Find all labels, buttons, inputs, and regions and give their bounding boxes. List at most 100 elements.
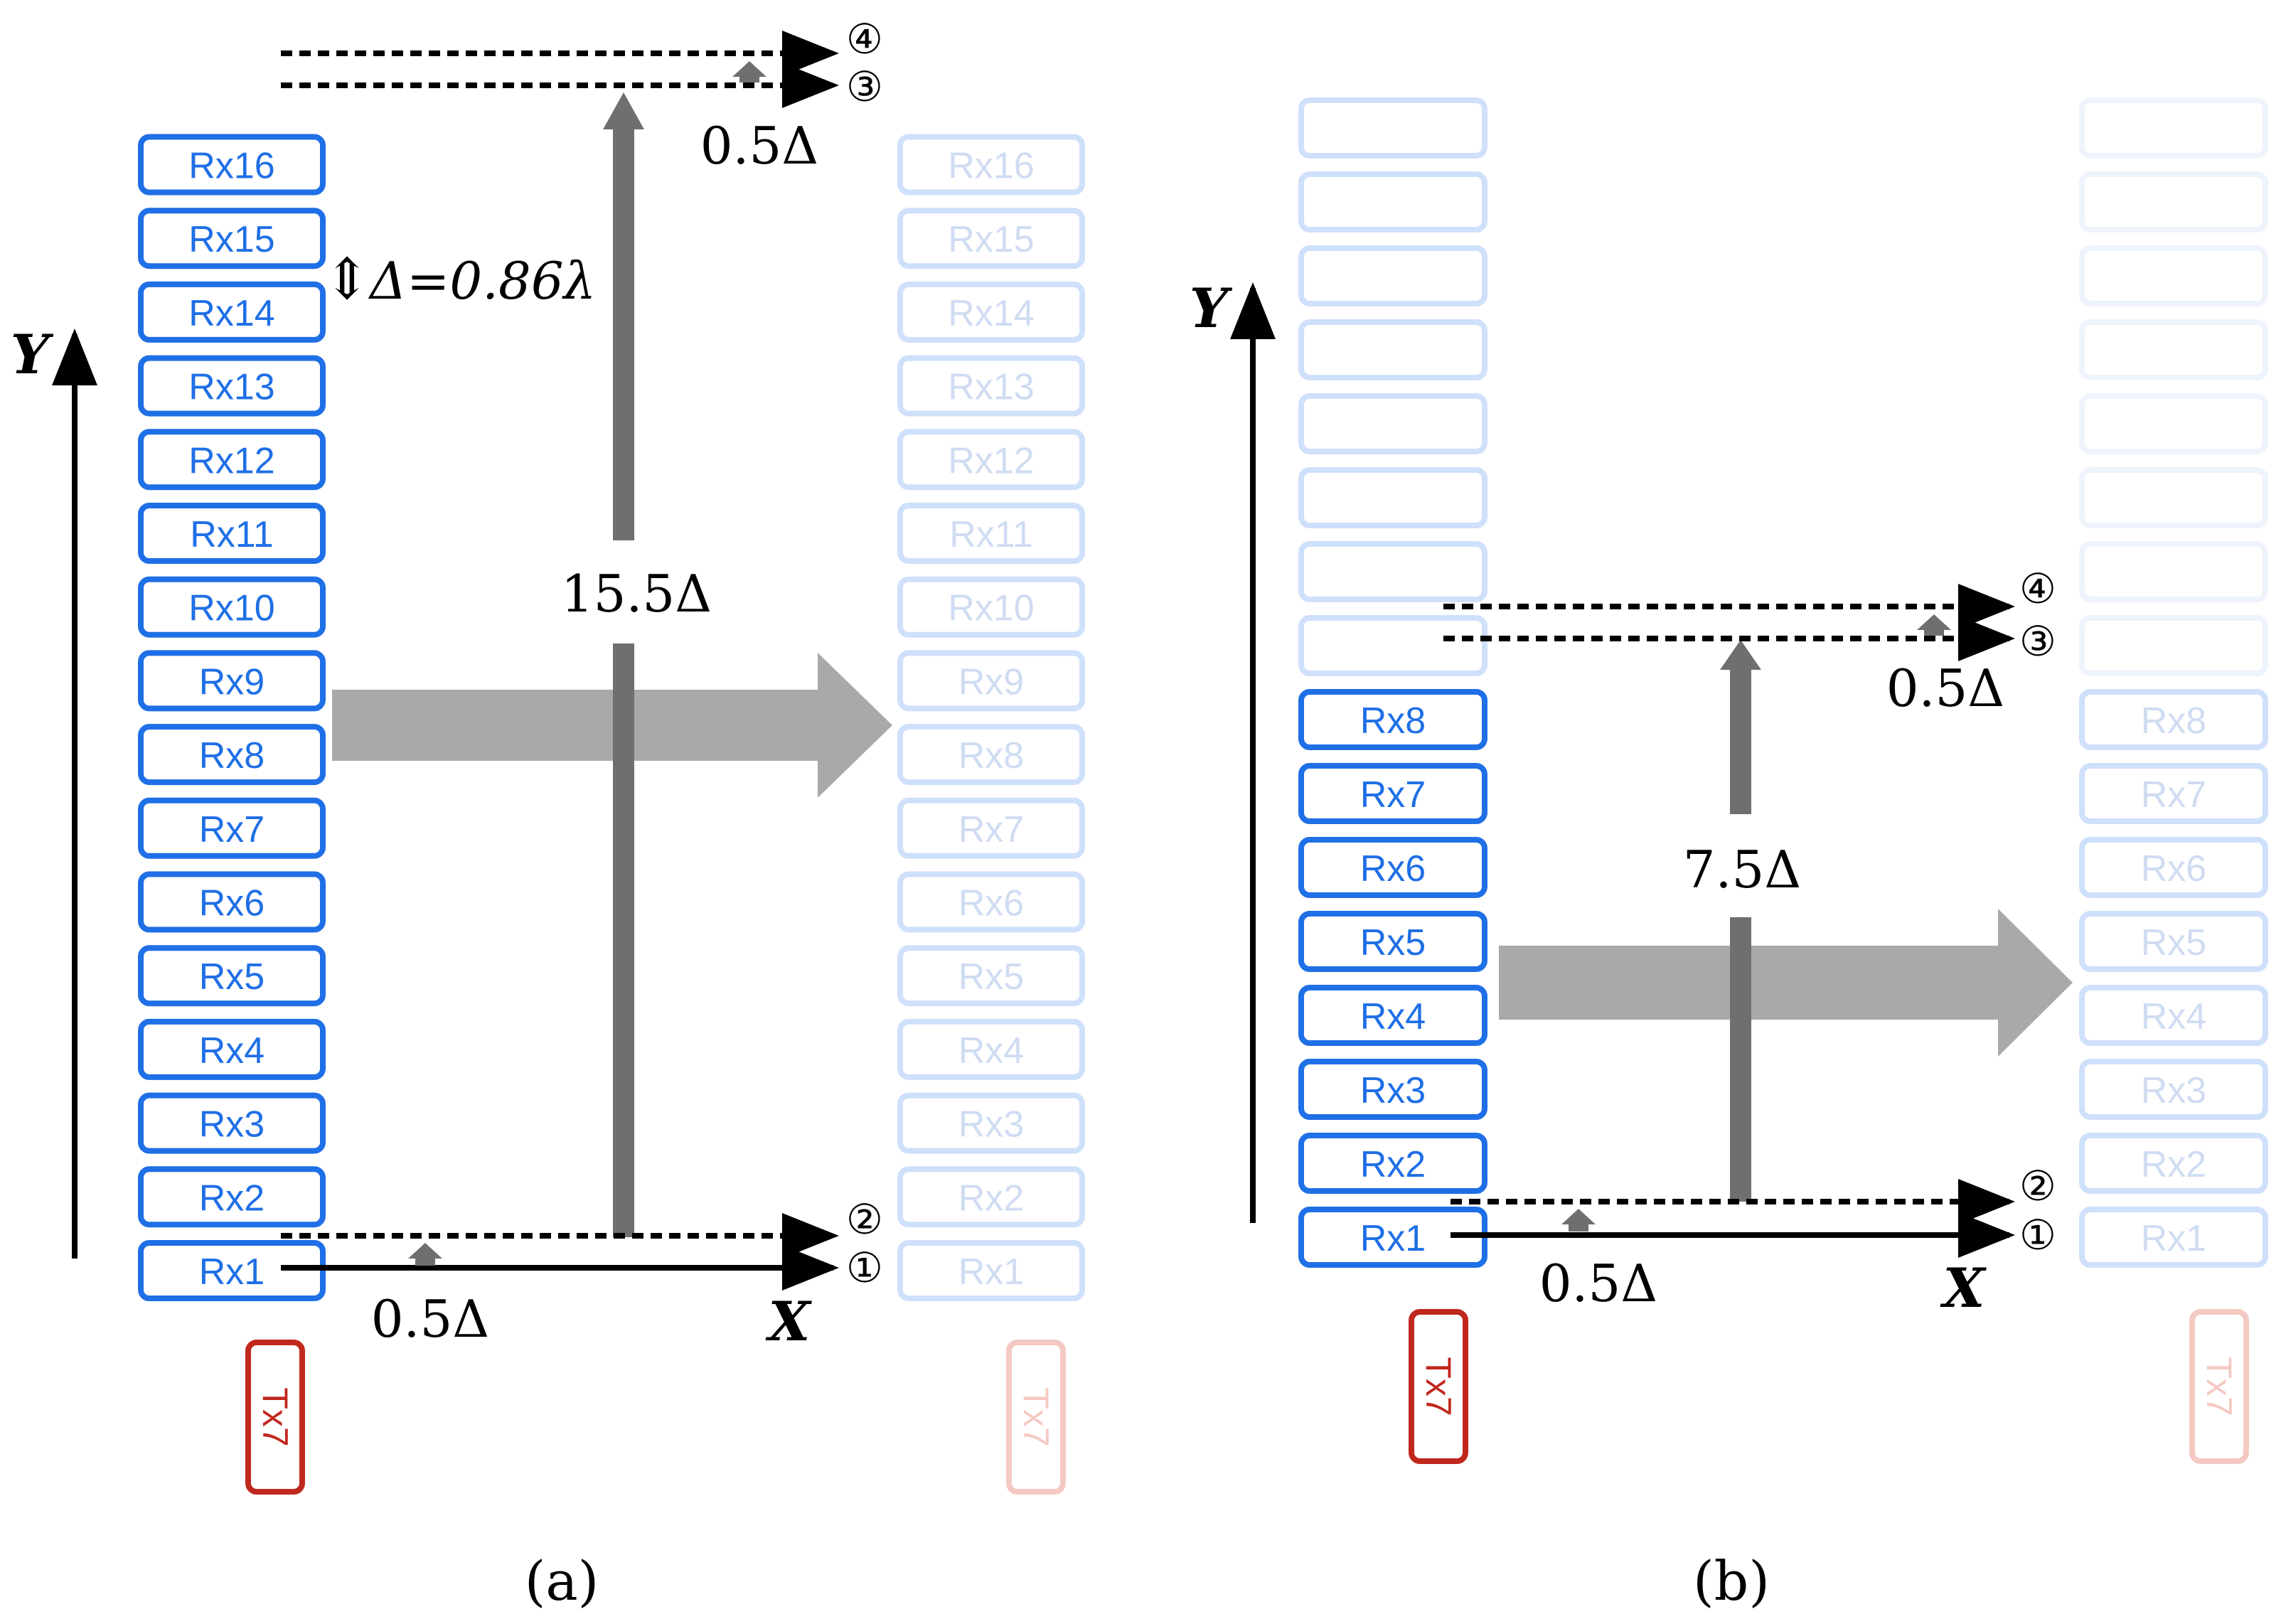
- panel-b-vertical-shift-label: 7.5Δ: [1683, 840, 1802, 899]
- panel-a-rx-array: Rx1Rx2Rx3Rx4Rx5Rx6Rx7Rx8Rx9Rx10Rx11Rx12R…: [138, 134, 326, 1301]
- panel-b-shifted-rx6-box: [2079, 837, 2268, 898]
- panel-b-empty-slot-12: [1298, 393, 1487, 454]
- panel-a-marker-2: ②: [846, 1195, 883, 1244]
- panel-a-shifted-rx16-label: Rx16: [948, 146, 1034, 187]
- panel-a-rx9-box: [138, 650, 326, 712]
- panel-b-rx7-box: [1298, 763, 1487, 824]
- panel-b-rx7-label: Rx7: [1360, 774, 1426, 816]
- panel-b-rx4-label: Rx4: [1360, 996, 1426, 1037]
- panel-a-vertical-shift-shaft-upper: [613, 124, 634, 540]
- panel-a-rx16-label: Rx16: [188, 146, 274, 187]
- panel-a-rx5-box: [138, 945, 326, 1007]
- panel-b-rx4-box: [1298, 985, 1487, 1046]
- panel-a-spacing-symbol: ⇕: [323, 246, 370, 312]
- panel-a-shifted-rx4-box: [897, 1018, 1085, 1080]
- panel-a-rx6-box: [138, 871, 326, 933]
- panel-b-empty-slot-9: [1298, 615, 1487, 676]
- panel-b-shifted-rx1-label: Rx1: [2141, 1218, 2206, 1259]
- panel-a-rx11-box: [138, 503, 326, 564]
- panel-a-shifted-rx2-label: Rx2: [958, 1177, 1024, 1219]
- panel-a-marker-1: ①: [846, 1244, 883, 1292]
- panel-b-tx-label-shifted: Tx7: [2199, 1357, 2239, 1416]
- panel-a-shifted-rx2-box: [897, 1166, 1085, 1228]
- panel-a-y-axis-label: Y: [11, 323, 54, 386]
- panel-b-rx1-label: Rx1: [1360, 1218, 1426, 1259]
- panel-b-marker-2: ②: [2019, 1162, 2056, 1210]
- panel-b-shifted-rx1-box: [2079, 1207, 2268, 1268]
- panel-b-tx-box-shifted: [2189, 1309, 2249, 1464]
- panel-b-small-up-arrow-top: [1917, 614, 1951, 636]
- panel-a-rx13-label: Rx13: [188, 367, 274, 408]
- panel-b-bottom-offset-label: 0.5Δ: [1539, 1254, 1658, 1313]
- panel-a-x-axis-label: X: [766, 1290, 813, 1353]
- panel-b-shifted-empty-slot-12: [2079, 393, 2268, 454]
- panel-a-rx14-label: Rx14: [188, 293, 274, 334]
- panel-b-rx6-label: Rx6: [1360, 848, 1426, 890]
- panel-a-tx-box: [245, 1340, 305, 1495]
- panel-a-caption: (a): [525, 1549, 599, 1613]
- panel-a-rx-array-shifted: Rx1Rx2Rx3Rx4Rx5Rx6Rx7Rx8Rx9Rx10Rx11Rx12R…: [897, 134, 1085, 1301]
- panel-a-small-up-arrow-bottom: [408, 1243, 442, 1266]
- panel-a-shifted-rx3-box: [897, 1092, 1085, 1154]
- panel-a-spacing-label: Δ=0.86λ: [368, 251, 596, 311]
- panel-b-tx-box: [1409, 1309, 1468, 1464]
- panel-b-empty-slot-16: [1298, 97, 1487, 159]
- panel-a-rx12-label: Rx12: [188, 440, 274, 481]
- panel-a-shifted-rx13-box: [897, 355, 1085, 417]
- panel-a-shifted-rx12-box: [897, 429, 1085, 491]
- panel-a-shifted-rx7-box: [897, 797, 1085, 859]
- panel-a-top-offset-label: 0.5Δ: [700, 116, 819, 176]
- panel-a-shifted-rx13-label: Rx13: [948, 367, 1034, 408]
- panel-a-shifted-rx15-box: [897, 208, 1085, 269]
- panel-a-shifted-rx16-box: [897, 134, 1085, 196]
- panel-b-small-up-arrow-bottom: [1561, 1209, 1596, 1232]
- panel-b-shifted-rx6-label: Rx6: [2141, 848, 2206, 890]
- panel-a-small-up-arrow-top: [732, 61, 766, 82]
- panel-a-vertical-shift-label: 15.5Δ: [561, 564, 712, 624]
- panel-a-rx10-label: Rx10: [188, 588, 274, 629]
- panel-a-marker-4: ④: [846, 15, 883, 63]
- panel-a-rx3-box: [138, 1092, 326, 1154]
- panel-a-rx7-box: [138, 797, 326, 859]
- panel-b-rx2-box: [1298, 1133, 1487, 1194]
- panel-a-tx-box-shifted: [1006, 1340, 1066, 1495]
- panel-b-top-offset-label: 0.5Δ: [1886, 658, 2005, 718]
- panel-a-rx11-label: Rx11: [190, 514, 274, 555]
- panel-b-shifted-rx5-label: Rx5: [2141, 922, 2206, 963]
- panel-a-rx2-label: Rx2: [199, 1177, 265, 1219]
- panel-b-shifted-empty-slot-9: [2079, 615, 2268, 676]
- panel-a-rx5-label: Rx5: [199, 956, 265, 998]
- panel-a-rx16-box: [138, 134, 326, 196]
- panel-a-shift-right-arrow: [332, 653, 892, 798]
- panel-b-rx3-box: [1298, 1059, 1487, 1120]
- panel-b-shifted-rx8-label: Rx8: [2141, 700, 2206, 742]
- panel-b-shifted-empty-slot-14: [2079, 245, 2268, 306]
- panel-b-rx2-label: Rx2: [1360, 1144, 1426, 1185]
- panel-a-shifted-rx14-label: Rx14: [948, 293, 1034, 334]
- panel-a-shifted-rx5-box: [897, 945, 1085, 1007]
- panel-a-shifted-rx10-box: [897, 576, 1085, 638]
- panel-b-vertical-shift-shaft-upper: [1730, 665, 1751, 814]
- panel-a-rx15-box: [138, 208, 326, 269]
- panel-b-shift-right-arrow: [1499, 909, 2073, 1057]
- panel-a-rx7-label: Rx7: [199, 809, 265, 850]
- panel-b-shifted-rx4-box: [2079, 985, 2268, 1046]
- panel-a-shifted-rx4-label: Rx4: [958, 1030, 1024, 1072]
- panel-b-shifted-rx3-label: Rx3: [2141, 1070, 2206, 1111]
- panel-b-empty-slot-15: [1298, 171, 1487, 233]
- panel-b-empty-slot-14: [1298, 245, 1487, 306]
- panel-a-bottom-offset-label: 0.5Δ: [371, 1289, 490, 1349]
- panel-b-shifted-empty-slot-16: [2079, 97, 2268, 159]
- panel-b-rx5-label: Rx5: [1360, 922, 1426, 963]
- panel-a-shifted-rx6-label: Rx6: [958, 883, 1024, 924]
- panel-a-rx14-box: [138, 281, 326, 343]
- panel-a-shifted-rx11-label: Rx11: [949, 514, 1033, 555]
- panel-a-shifted-rx11-box: [897, 503, 1085, 564]
- panel-a-rx8-label: Rx8: [199, 735, 265, 776]
- panel-a-rx13-box: [138, 355, 326, 417]
- panel-b-shifted-empty-slot-13: [2079, 319, 2268, 380]
- panel-a-shifted-rx3-label: Rx3: [958, 1104, 1024, 1145]
- panel-a-rx12-box: [138, 429, 326, 491]
